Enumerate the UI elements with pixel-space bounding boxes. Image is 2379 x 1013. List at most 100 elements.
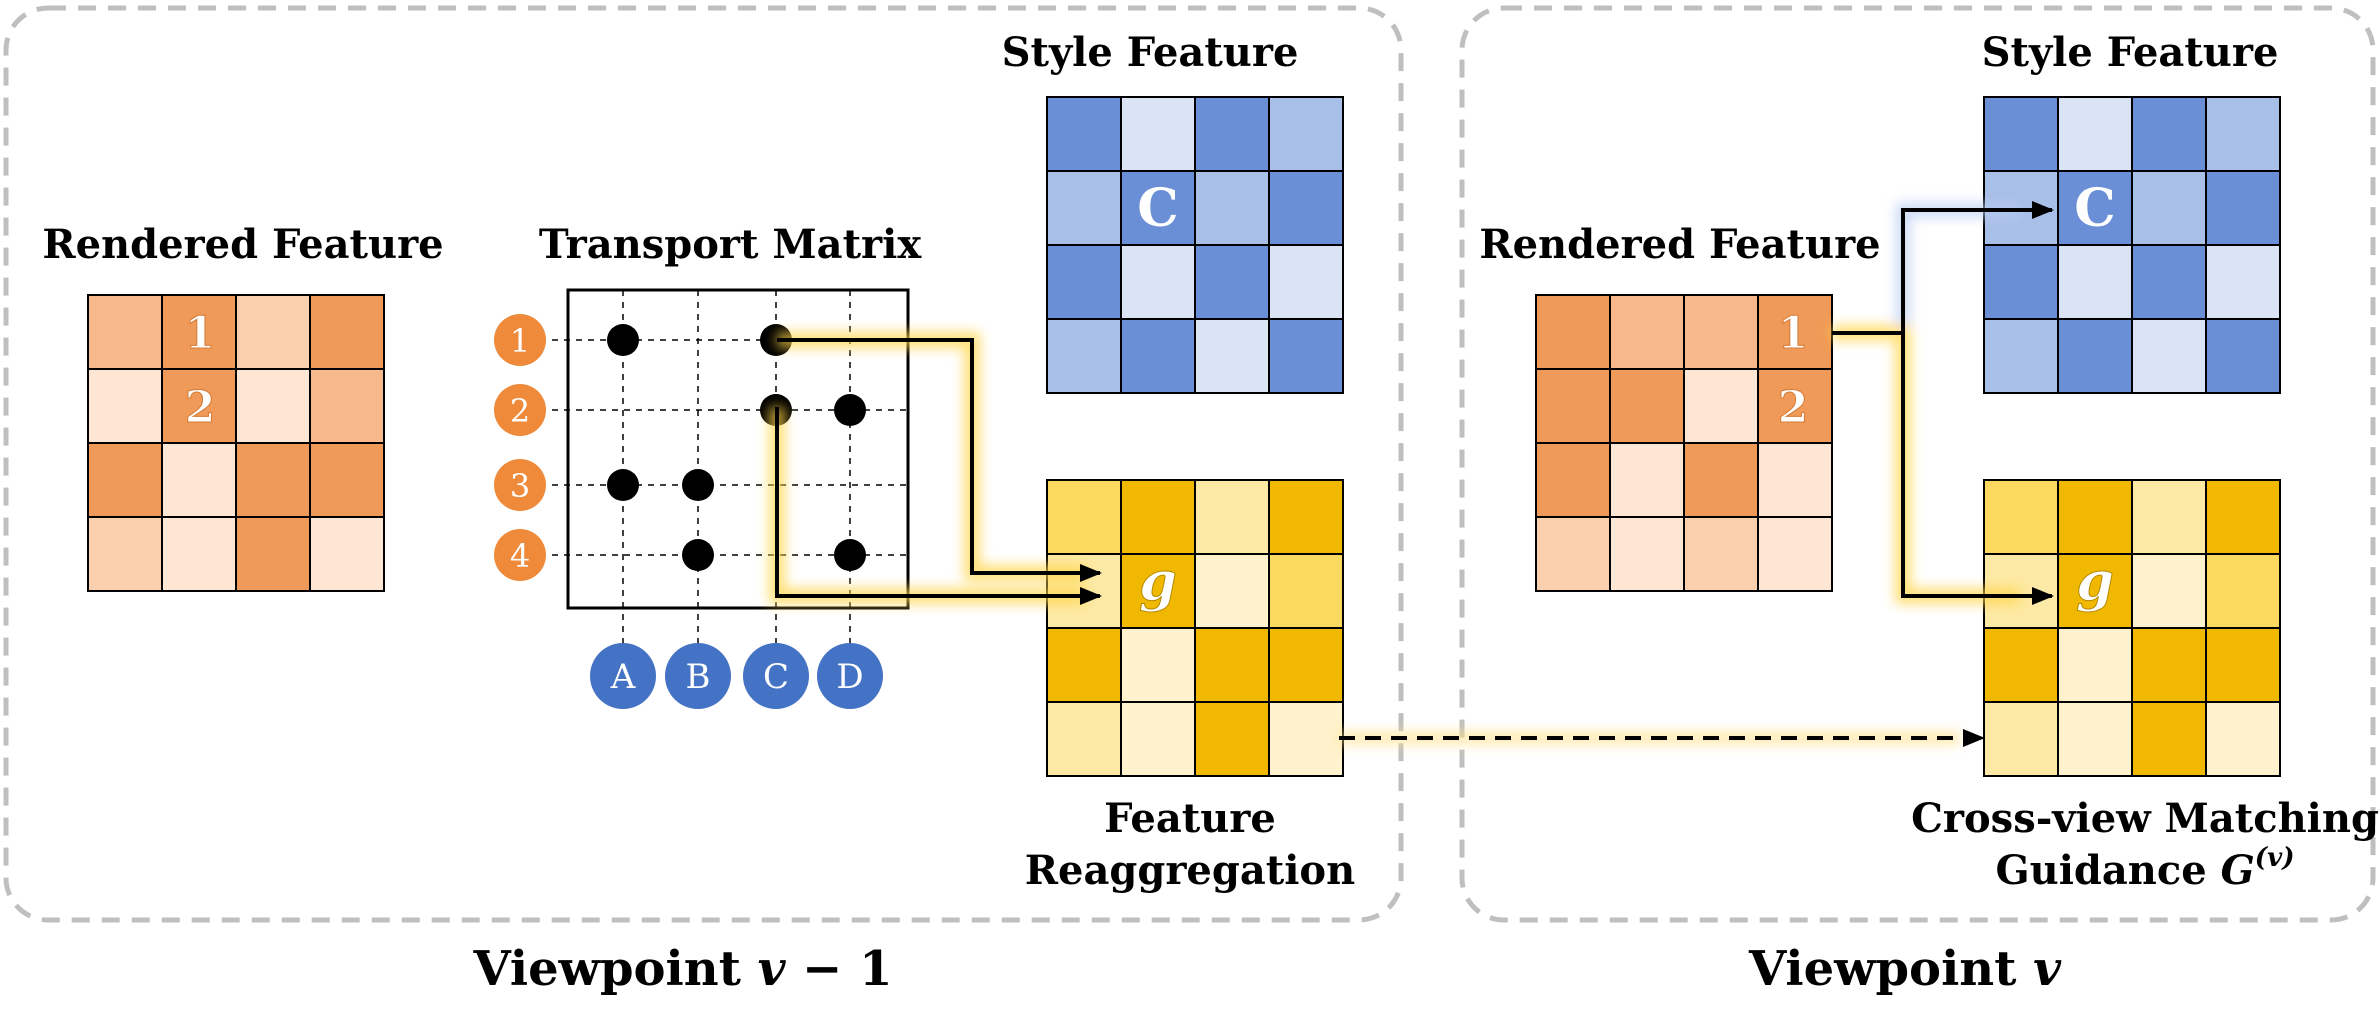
style-cell <box>2205 170 2281 246</box>
rendered-cell <box>161 516 237 592</box>
rendered-cell <box>1683 294 1759 370</box>
style-feature-title-prev: Style Feature <box>1002 29 1299 76</box>
guidance-cell <box>2131 553 2207 629</box>
rendered-cell <box>1609 516 1685 592</box>
reagg-cell <box>1194 627 1270 703</box>
style-cell <box>1194 170 1270 246</box>
reagg-cell <box>1194 479 1270 555</box>
transport-dot <box>682 539 714 571</box>
guidance-cell <box>2205 627 2281 703</box>
style-cell <box>1120 96 1196 172</box>
caption-current-var: v <box>2033 941 2062 997</box>
style-cell <box>1983 318 2059 394</box>
cell-markers: 1 2 C g 1 2 C g <box>184 178 2116 614</box>
style-cell <box>2205 244 2281 320</box>
rendered-cell <box>309 368 385 444</box>
column-index-circle <box>590 643 656 709</box>
rendered-cell <box>1609 442 1685 518</box>
rendered-feature-title-prev: Rendered Feature <box>42 221 443 268</box>
row-index-label: 1 <box>510 322 530 360</box>
style-cell <box>2057 318 2133 394</box>
style-cell <box>2131 244 2207 320</box>
reagg-cell <box>1120 479 1196 555</box>
rendered-cell <box>1757 368 1833 444</box>
rendered-cell <box>1535 442 1611 518</box>
reaggregation-title-line2: Reaggregation <box>1025 847 1355 894</box>
guidance-cell <box>2057 701 2133 777</box>
guidance-symbol: G <box>2221 847 2255 894</box>
rendered-cell <box>235 442 311 518</box>
guidance-cell <box>2131 627 2207 703</box>
row-index-label: 3 <box>510 467 530 505</box>
reagg-cell <box>1268 553 1344 629</box>
reagg-cell <box>1268 627 1344 703</box>
style-cell <box>2131 318 2207 394</box>
guidance-title-line2: Guidance G(v) <box>1995 843 2294 894</box>
reagg-cell <box>1046 701 1122 777</box>
style-cell <box>1046 96 1122 172</box>
transport-dot <box>834 539 866 571</box>
caption-current-prefix: Viewpoint <box>1748 941 2033 997</box>
transport-dot <box>607 324 639 356</box>
rendered-cell <box>1683 516 1759 592</box>
rendered-cell <box>1535 294 1611 370</box>
guidance-cell <box>1983 479 2059 555</box>
row-index-circle <box>494 529 546 581</box>
caption-viewpoint-current: Viewpoint v <box>1748 941 2062 997</box>
caption-prev-prefix: Viewpoint <box>472 941 757 997</box>
row-index-circle <box>494 314 546 366</box>
guidance-title-prefix: Guidance <box>1995 847 2220 894</box>
style-cell <box>1194 244 1270 320</box>
rendered-cell <box>235 294 311 370</box>
marker-1-current: 1 <box>1778 308 1809 359</box>
guidance-superscript: (v) <box>2255 843 2295 873</box>
style-cell <box>1120 244 1196 320</box>
row-index-label: 4 <box>510 537 530 575</box>
transport-dot <box>607 469 639 501</box>
transport-dot <box>834 394 866 426</box>
transport-matrix-title: Transport Matrix <box>539 221 923 268</box>
rendered-cell <box>309 442 385 518</box>
style-cell <box>1046 170 1122 246</box>
rendered-cell <box>235 516 311 592</box>
caption-viewpoint-prev: Viewpoint v − 1 <box>472 941 892 997</box>
style-marker-prev: C <box>1137 178 1178 239</box>
guidance-cell <box>2205 553 2281 629</box>
style-cell <box>1046 318 1122 394</box>
guidance-cell <box>1983 701 2059 777</box>
reagg-cell <box>1194 701 1270 777</box>
style-cell <box>2131 96 2207 172</box>
rendered-cell <box>1757 294 1833 370</box>
style-feature-grid-current <box>1983 96 2281 394</box>
rendered-cell <box>1683 368 1759 444</box>
style-cell <box>1268 170 1344 246</box>
guidance-cell <box>2205 701 2281 777</box>
column-index-circle <box>665 643 731 709</box>
arrow-rendered-to-guidance <box>1901 333 2054 605</box>
style-cell <box>1268 96 1344 172</box>
reagg-cell <box>1268 479 1344 555</box>
guidance-cell <box>2205 479 2281 555</box>
marker-2-prev: 2 <box>185 382 216 433</box>
rendered-cell <box>87 442 163 518</box>
arrow-c1-to-g <box>777 338 1102 582</box>
reagg-cell <box>1120 701 1196 777</box>
style-cell <box>2205 96 2281 172</box>
style-cell <box>2057 244 2133 320</box>
style-cell <box>1046 244 1122 320</box>
style-cell <box>2205 318 2281 394</box>
row-index-circle <box>494 459 546 511</box>
column-index-circle <box>817 643 883 709</box>
style-feature-grid-prev <box>1046 96 1344 394</box>
reagg-cell <box>1268 701 1344 777</box>
rendered-cell <box>87 368 163 444</box>
rendered-cell <box>1757 516 1833 592</box>
guidance-cell <box>2057 479 2133 555</box>
style-cell <box>1268 244 1344 320</box>
rendered-cell <box>235 368 311 444</box>
style-cell <box>1194 96 1270 172</box>
rendered-cell <box>87 516 163 592</box>
rendered-cell <box>1609 368 1685 444</box>
guidance-marker-prev: g <box>1139 549 1177 613</box>
